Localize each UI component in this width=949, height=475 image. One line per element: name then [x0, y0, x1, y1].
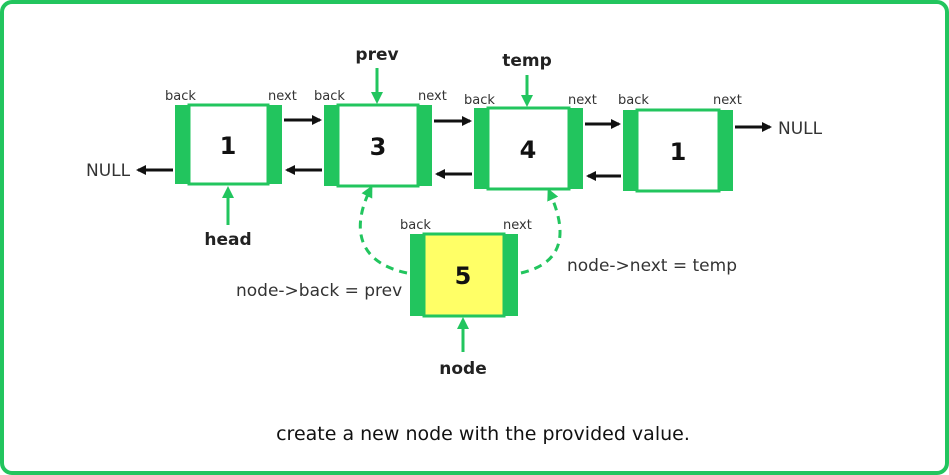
list-node-1: 1 back next	[165, 89, 297, 186]
new-node-back-label: back	[400, 218, 431, 233]
next-assignment-label: node->next = temp	[567, 256, 737, 276]
node-1-value: 1	[220, 132, 237, 160]
node-3-next-label: next	[568, 93, 597, 108]
node-2-value: 3	[370, 133, 387, 161]
head-pointer-label: head	[204, 230, 251, 250]
caption-text: create a new node with the provided valu…	[276, 423, 690, 445]
null-label-right: NULL	[778, 119, 823, 139]
node-3-back-label: back	[464, 93, 495, 108]
new-node: 5 back next	[400, 218, 532, 318]
node-4-back-label: back	[618, 93, 649, 108]
list-node-4: 1 back next	[618, 93, 742, 193]
new-node-value: 5	[455, 262, 472, 290]
dashed-back-link	[358, 185, 408, 275]
list-node-2: 3 back next	[314, 89, 447, 188]
node-3-value: 4	[520, 136, 537, 164]
node-2-back-label: back	[314, 89, 345, 104]
node-pointer-label: node	[439, 359, 486, 379]
node-4-value: 1	[670, 138, 687, 166]
prev-pointer-label: prev	[355, 45, 398, 65]
back-assignment-label: node->back = prev	[236, 281, 402, 301]
node-2-next-label: next	[418, 89, 447, 104]
temp-pointer-label: temp	[502, 51, 552, 71]
null-label-left: NULL	[86, 161, 131, 181]
node-4-next-label: next	[713, 93, 742, 108]
node-1-back-label: back	[165, 89, 196, 104]
list-node-3: 4 back next	[464, 93, 597, 191]
dashed-next-link	[520, 188, 562, 275]
node-1-next-label: next	[268, 89, 297, 104]
new-node-next-label: next	[503, 218, 532, 233]
